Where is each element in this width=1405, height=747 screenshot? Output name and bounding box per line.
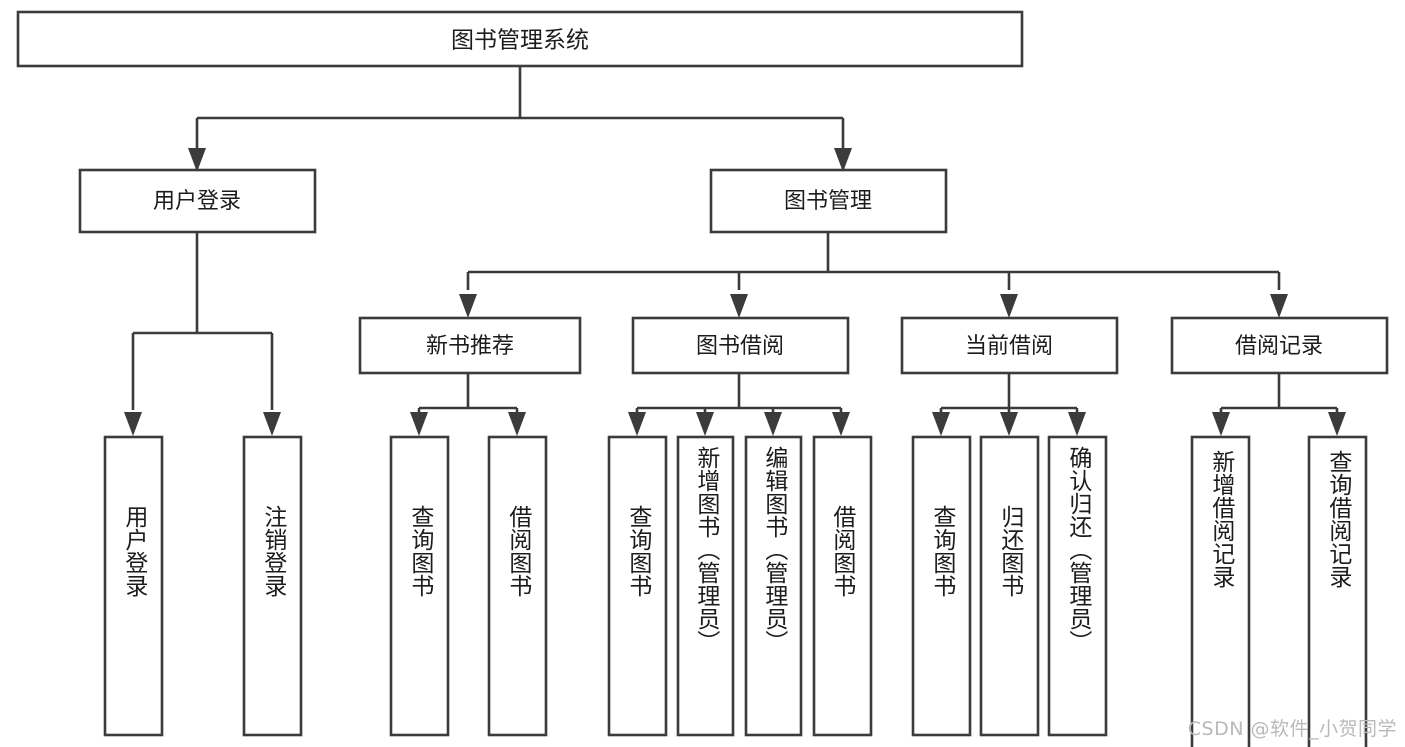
node-book-borrow-label: 图书借阅: [696, 334, 784, 359]
node-leaf-confirm-return-admin-label: 确认归还（管理员）: [1064, 446, 1091, 653]
node-leaf-borrow-book-1[interactable]: [487, 435, 548, 737]
connector-currentborrow-to-leaves: [932, 373, 1086, 436]
node-leaf-return-book-label: 归还图书: [996, 505, 1023, 597]
node-book-borrow[interactable]: 图书借阅: [631, 316, 850, 375]
node-new-book-recommend[interactable]: 新书推荐: [358, 316, 582, 375]
node-root-title[interactable]: 图书管理系统: [16, 10, 1024, 68]
node-leaf-query-book-1[interactable]: [389, 435, 450, 737]
node-leaf-user-login-label: 用户登录: [120, 505, 147, 597]
node-leaf-query-borrow-record-label: 查询借阅记录: [1324, 450, 1351, 588]
node-leaf-edit-book-admin-label: 编辑图书（管理员）: [760, 446, 787, 653]
node-borrow-record-label: 借阅记录: [1235, 334, 1323, 359]
node-leaf-logout-login-label: 注销登录: [259, 505, 286, 597]
node-root-title-label: 图书管理系统: [451, 28, 589, 54]
node-leaf-query-book-1-label: 查询图书: [406, 505, 433, 597]
node-leaf-add-borrow-record[interactable]: [1190, 435, 1251, 747]
connector-newbook-to-leaves: [410, 373, 526, 436]
node-leaf-logout-login[interactable]: [242, 435, 303, 737]
node-current-borrow-label: 当前借阅: [965, 334, 1053, 359]
node-book-management[interactable]: 图书管理: [709, 168, 948, 234]
node-leaf-query-book-3-label: 查询图书: [928, 505, 955, 597]
node-borrow-record[interactable]: 借阅记录: [1170, 316, 1389, 375]
node-leaf-query-book-2-label: 查询图书: [624, 505, 651, 597]
node-leaf-borrow-book-1-label: 借阅图书: [504, 505, 531, 597]
connector-bookborrow-to-leaves: [628, 373, 850, 436]
node-current-borrow[interactable]: 当前借阅: [900, 316, 1119, 375]
node-leaf-query-book-3[interactable]: [911, 435, 972, 737]
node-leaf-add-book-admin-label: 新增图书（管理员）: [692, 446, 719, 653]
node-user-login-label: 用户登录: [153, 189, 241, 214]
node-book-management-label: 图书管理: [784, 189, 872, 214]
node-leaf-query-borrow-record[interactable]: [1307, 435, 1368, 747]
connector-root-to-level2: [188, 66, 852, 172]
node-leaf-user-login[interactable]: [103, 435, 164, 737]
node-leaf-borrow-book-2[interactable]: [812, 435, 873, 737]
node-leaf-query-book-2[interactable]: [607, 435, 668, 737]
connector-userlogin-to-leaves: [124, 232, 281, 436]
node-leaf-confirm-return-admin[interactable]: [1047, 435, 1108, 737]
node-leaf-add-borrow-record-label: 新增借阅记录: [1207, 450, 1234, 588]
node-user-login[interactable]: 用户登录: [78, 168, 317, 234]
node-leaf-borrow-book-2-label: 借阅图书: [828, 505, 855, 597]
node-new-book-recommend-label: 新书推荐: [426, 334, 514, 359]
node-leaf-return-book[interactable]: [979, 435, 1040, 737]
connector-bookmgmt-to-level3: [459, 232, 1288, 318]
node-leaf-edit-book-admin[interactable]: [744, 435, 803, 737]
connector-borrowrecord-to-leaves: [1212, 373, 1346, 436]
node-leaf-add-book-admin[interactable]: [676, 435, 735, 737]
